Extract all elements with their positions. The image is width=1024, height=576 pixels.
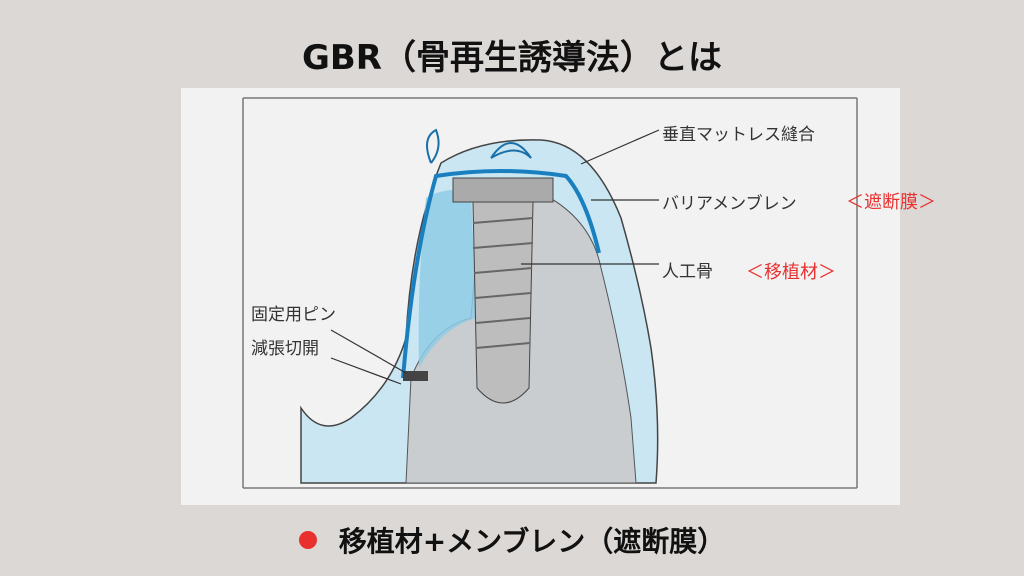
summary-bullet: 移植材+メンブレン（遮断膜）: [0, 520, 1024, 560]
barrier-membrane: [401, 169, 601, 379]
label-suture: 垂直マットレス縫合: [662, 125, 815, 145]
label-membrane: バリアメンブレン: [662, 194, 797, 214]
gbr-illustration: [242, 97, 858, 489]
gbr-diagram: 垂直マットレス縫合 バリアメンブレン ＜遮断膜＞ 人工骨 ＜移植材＞ 固定用ピン…: [181, 88, 936, 505]
label-pin: 固定用ピン: [251, 305, 336, 325]
implant-body: [472, 201, 534, 404]
fixation-pin: [403, 371, 428, 381]
bullet-dot-icon: [298, 531, 317, 549]
page-title: GBR（骨再生誘導法）とは: [301, 38, 722, 78]
suture: [426, 128, 532, 164]
label-incision: 減張切開: [251, 339, 319, 359]
annotation-graft: ＜移植材＞: [746, 262, 836, 283]
summary-text: 移植材+メンブレン（遮断膜）: [338, 525, 726, 558]
implant-head: [452, 177, 554, 203]
bone-graft: [418, 189, 476, 368]
annotation-membrane: ＜遮断膜＞: [846, 192, 936, 213]
label-bone-graft: 人工骨: [662, 262, 713, 282]
